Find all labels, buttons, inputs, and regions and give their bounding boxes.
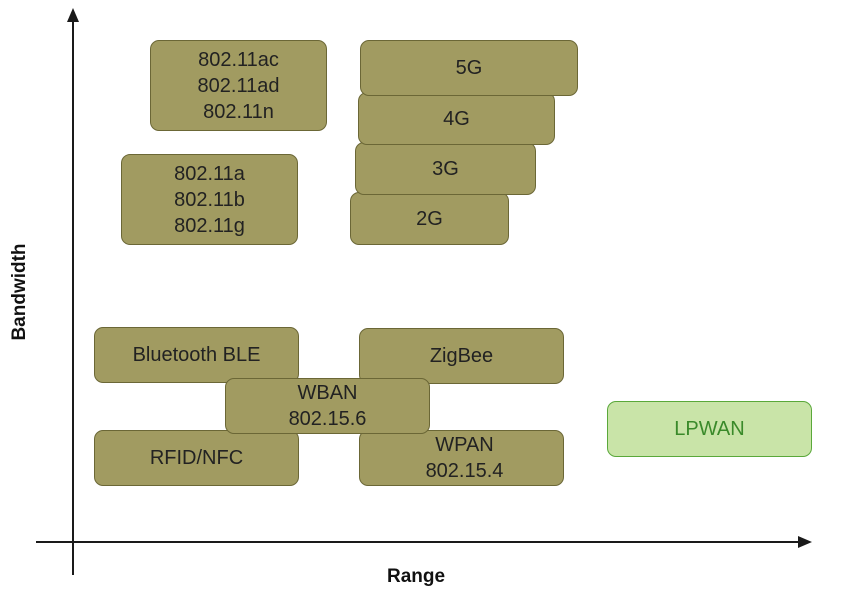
box-line: Bluetooth BLE [132,344,261,366]
box-line: 802.11n [203,100,274,123]
wifi-ac-box: 802.11ac 802.11ad 802.11n [150,40,327,131]
box-line: 3G [432,157,459,180]
4g-box: 4G [358,92,555,145]
box-line: 802.11ac [198,48,279,71]
wban-box: WBAN 802.15.6 [225,378,430,434]
rfid-nfc-box: RFID/NFC [94,430,299,486]
box-line: 4G [443,107,470,130]
box-line: WPAN [435,434,494,456]
box-line: 5G [455,57,483,79]
box-line: 802.11b [174,188,245,211]
box-line: 802.11a [174,162,245,185]
box-line: 802.11ad [197,74,280,97]
5g-box: 5G [360,40,578,96]
wpan-box: WPAN 802.15.4 [359,430,564,486]
wifi-a-box: 802.11a 802.11b 802.11g [121,154,298,245]
box-line: 802.15.4 [425,460,504,482]
y-axis-label: Bandwidth [9,243,30,341]
3g-box: 3G [355,142,536,195]
box-line: WBAN [297,382,358,404]
box-line: LPWAN [674,418,745,440]
box-line: RFID/NFC [149,447,244,469]
box-line: 2G [416,207,443,230]
box-line: ZigBee [429,345,494,367]
bluetooth-ble-box: Bluetooth BLE [94,327,299,383]
y-axis-arrow [67,8,79,22]
box-line: 802.11g [174,214,245,237]
box-line: 802.15.6 [288,408,367,430]
x-axis-arrow [798,536,812,548]
zigbee-box: ZigBee [359,328,564,384]
x-axis-label: Range [387,566,446,587]
lpwan-box: LPWAN [607,401,812,457]
2g-box: 2G [350,192,509,245]
